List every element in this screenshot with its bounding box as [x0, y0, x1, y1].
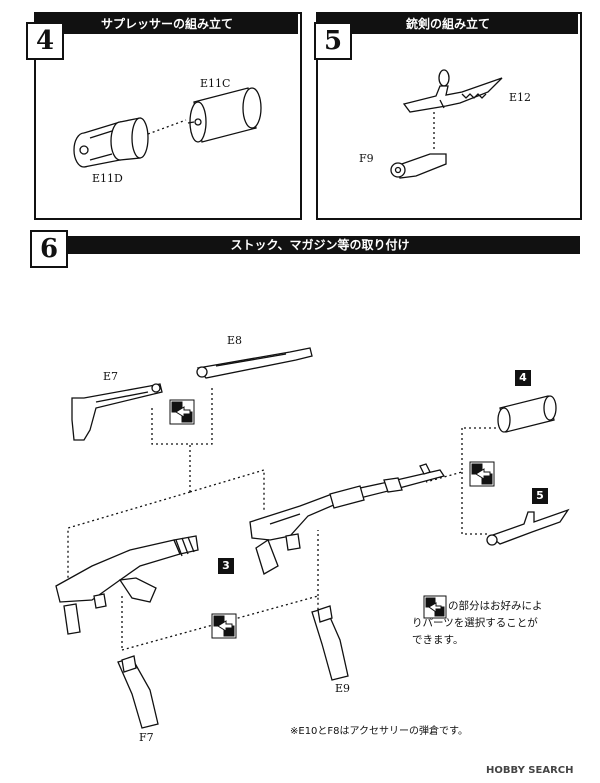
- ref-step-3: 3: [218, 558, 234, 574]
- rifle-body: [249, 463, 446, 575]
- choice-icon-lower: [211, 613, 237, 639]
- step5-title: 銃剣の組み立て: [318, 14, 578, 34]
- assembly-guides: [67, 388, 496, 651]
- e8-stock: [196, 347, 313, 379]
- step4-number: 4: [26, 22, 64, 60]
- e12-part: [402, 69, 503, 113]
- e11c-part: [187, 87, 262, 143]
- e11d-part: [73, 117, 149, 168]
- e12-label: E12: [509, 91, 532, 104]
- suppressor-small: [497, 395, 557, 433]
- bayonet-small: [486, 508, 570, 546]
- e9-label: E9: [335, 682, 351, 695]
- watermark-logo: HOBBY SEARCH: [486, 765, 574, 776]
- note-line-1: の部分はお好みによ: [448, 600, 543, 612]
- e7-label: E7: [103, 370, 119, 383]
- e11d-label: E11D: [92, 172, 123, 185]
- receiver-assembly: [55, 535, 199, 635]
- e9-magazine: [311, 605, 349, 681]
- e7-stock: [71, 383, 163, 441]
- step6-number: 6: [30, 230, 68, 268]
- ref-step-4: 4: [515, 370, 531, 386]
- choice-icon-note: [423, 595, 447, 619]
- e11c-label: E11C: [200, 77, 231, 90]
- choice-icon-upper: [169, 399, 195, 425]
- choice-icon-middle: [469, 461, 495, 487]
- f7-label: F7: [139, 731, 154, 744]
- step5-number: 5: [314, 22, 352, 60]
- ref-step-5: 5: [532, 488, 548, 504]
- e8-label: E8: [227, 334, 243, 347]
- note-line-3: できます。: [412, 634, 464, 646]
- step5-panel: [316, 12, 582, 220]
- step4-title: サプレッサーの組み立て: [36, 14, 298, 34]
- selection-note: の部分はお好みによ: [448, 598, 588, 615]
- step6-title: ストック、マガジン等の取り付け: [60, 236, 580, 254]
- f7-magazine: [117, 655, 159, 729]
- f9-part: [390, 153, 447, 179]
- selection-note-cont: りパーツを選択することが できます。: [412, 615, 592, 649]
- note-line-2: りパーツを選択することが: [412, 617, 538, 629]
- footnote: ※E10とF8はアクセサリーの弾倉です。: [290, 726, 469, 737]
- f9-label: F9: [359, 152, 374, 165]
